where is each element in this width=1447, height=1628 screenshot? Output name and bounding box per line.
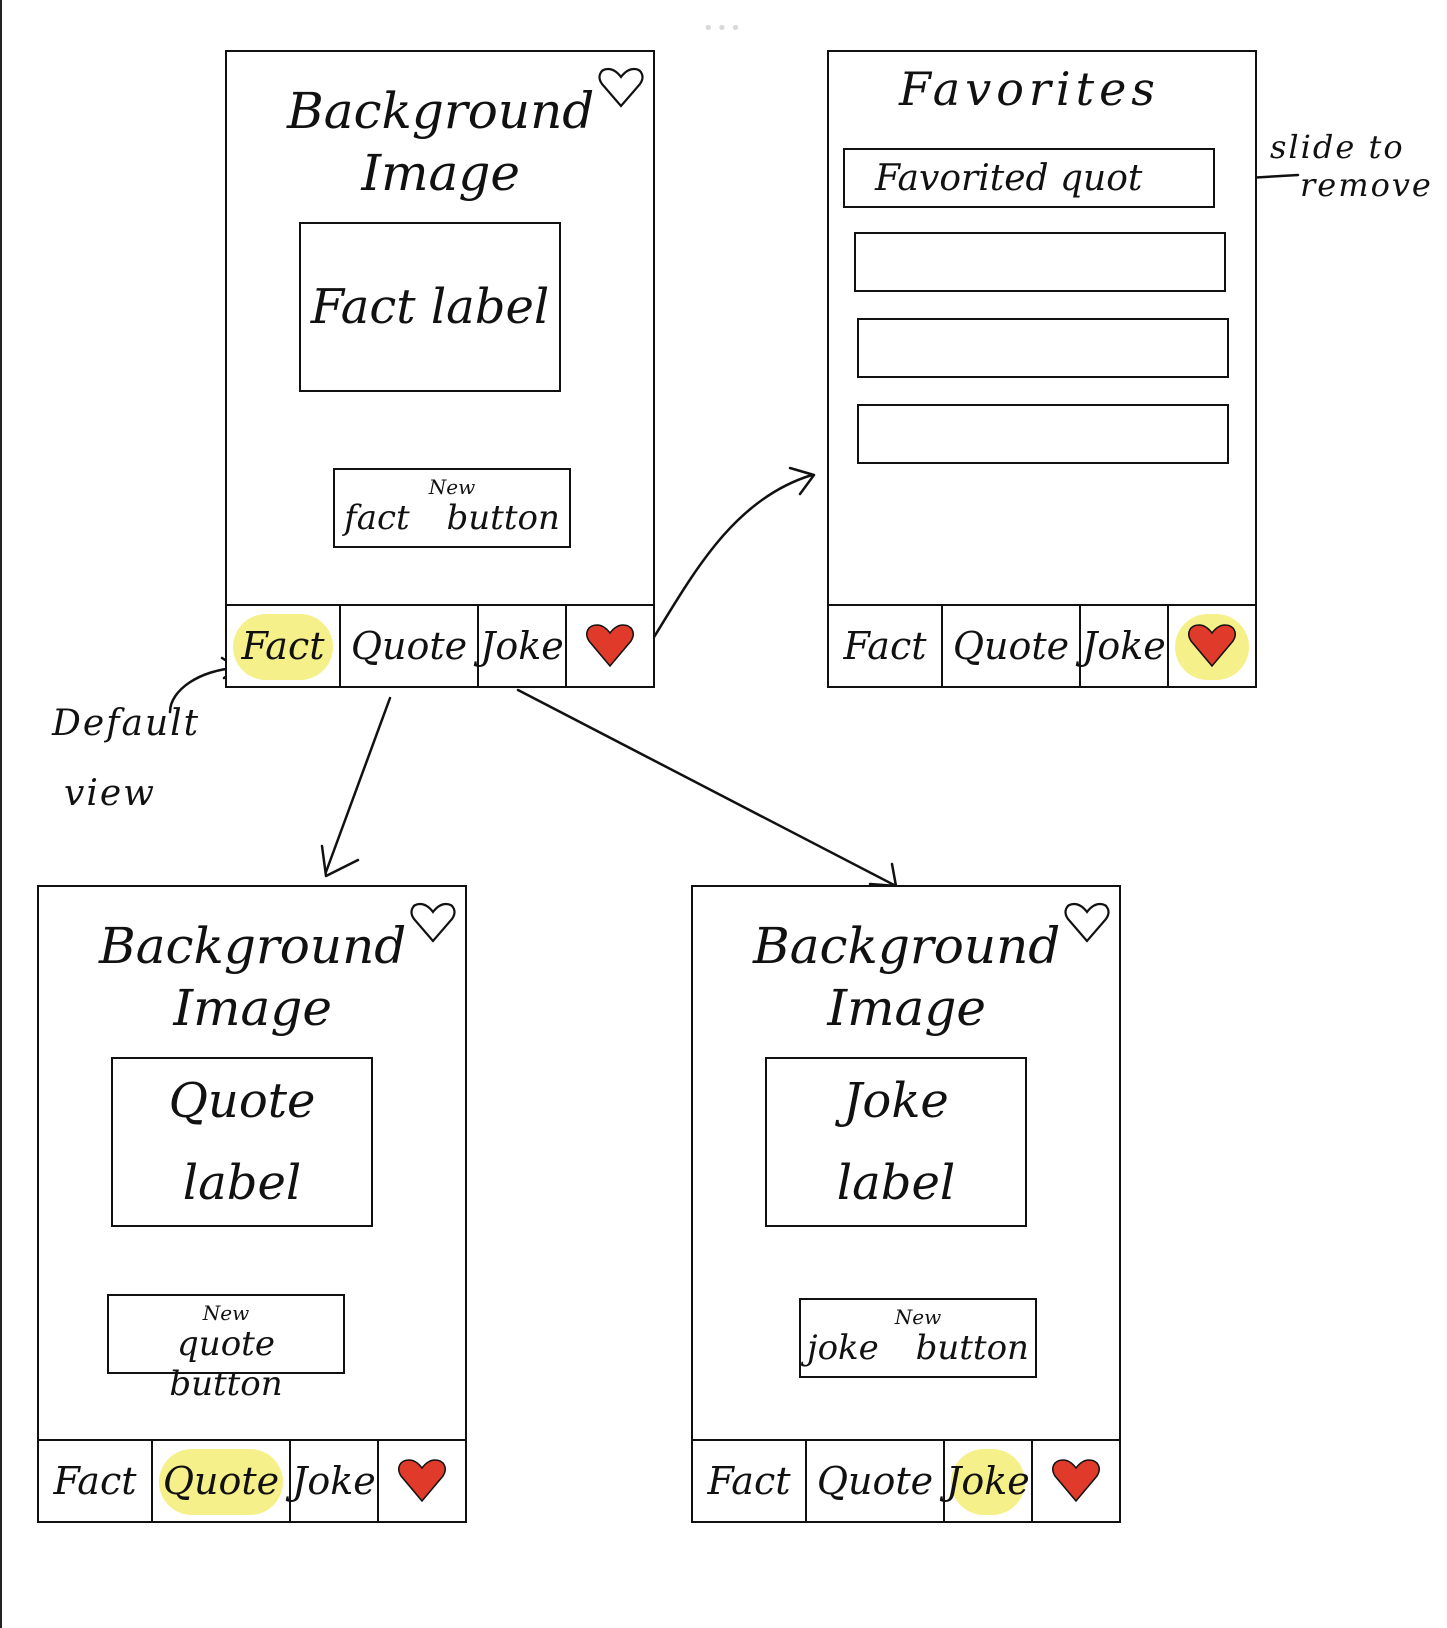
page-edge-rule — [0, 0, 2, 1628]
fact-label: Fact label — [299, 222, 561, 392]
tab-bar: Fact Quote Joke — [39, 1439, 465, 1521]
heart-outline-icon[interactable] — [1063, 901, 1111, 945]
heart-outline-icon[interactable] — [409, 901, 457, 945]
favorites-title: Favorites — [899, 62, 1160, 116]
arrow-to-quote-head — [320, 844, 360, 878]
favorite-row[interactable] — [857, 318, 1229, 378]
tab-quote[interactable]: Quote — [153, 1441, 291, 1521]
tab-fact[interactable]: Fact — [39, 1441, 153, 1521]
tab-joke[interactable]: Joke — [291, 1441, 379, 1521]
tab-bar: Fact Quote Joke — [227, 604, 653, 686]
background-image-placeholder: Background Image — [99, 917, 407, 1037]
tab-favorites[interactable] — [379, 1441, 465, 1521]
arrow-to-favorites-head — [788, 466, 816, 496]
heart-outline-icon[interactable] — [597, 66, 645, 110]
tab-fact[interactable]: Fact — [227, 606, 341, 686]
quote-screen: Background Image Quote label New quote b… — [37, 885, 467, 1523]
tab-quote[interactable]: Quote — [341, 606, 479, 686]
tab-fact[interactable]: Fact — [693, 1441, 807, 1521]
tab-joke[interactable]: Joke — [1081, 606, 1169, 686]
arrow-to-joke — [516, 688, 898, 888]
heart-filled-icon — [398, 1459, 446, 1503]
arrow-to-joke-head — [868, 862, 898, 888]
tab-quote[interactable]: Quote — [943, 606, 1081, 686]
tab-bar: Fact Quote Joke — [693, 1439, 1119, 1521]
default-view-annotation: Default view — [52, 703, 201, 814]
new-quote-button[interactable]: New quote button — [107, 1294, 345, 1404]
background-image-placeholder: Background Image — [287, 82, 595, 202]
new-fact-button[interactable]: New fact button — [333, 468, 571, 548]
tab-fact[interactable]: Fact — [829, 606, 943, 686]
heart-filled-icon — [1188, 624, 1236, 668]
joke-screen: Background Image Joke label New joke but… — [691, 885, 1121, 1523]
heart-filled-icon — [1052, 1459, 1100, 1503]
quote-label: Quote label — [111, 1057, 373, 1227]
favorites-screen: Favorites Favorited quot Fact Quote Joke — [827, 50, 1257, 688]
heart-filled-icon — [586, 624, 634, 668]
tab-quote[interactable]: Quote — [807, 1441, 945, 1521]
new-joke-button[interactable]: New joke button — [799, 1298, 1037, 1378]
tab-favorites[interactable] — [1033, 1441, 1119, 1521]
tab-joke[interactable]: Joke — [479, 606, 567, 686]
arrow-to-favorites — [644, 473, 814, 652]
favorite-row[interactable] — [857, 404, 1229, 464]
more-dots[interactable]: ••• — [703, 18, 744, 39]
arrow-to-quote — [324, 696, 392, 874]
joke-label: Joke label — [765, 1057, 1027, 1227]
tab-joke[interactable]: Joke — [945, 1441, 1033, 1521]
tab-favorites[interactable] — [1169, 606, 1255, 686]
fact-screen: Background Image Fact label New fact but… — [225, 50, 655, 688]
tab-bar: Fact Quote Joke — [829, 604, 1255, 686]
slide-to-remove-annotation: slide to remove — [1270, 128, 1433, 204]
favorite-row[interactable]: Favorited quot — [843, 148, 1215, 208]
tab-favorites[interactable] — [567, 606, 653, 686]
background-image-placeholder: Background Image — [753, 917, 1061, 1037]
favorite-row[interactable] — [854, 232, 1226, 292]
